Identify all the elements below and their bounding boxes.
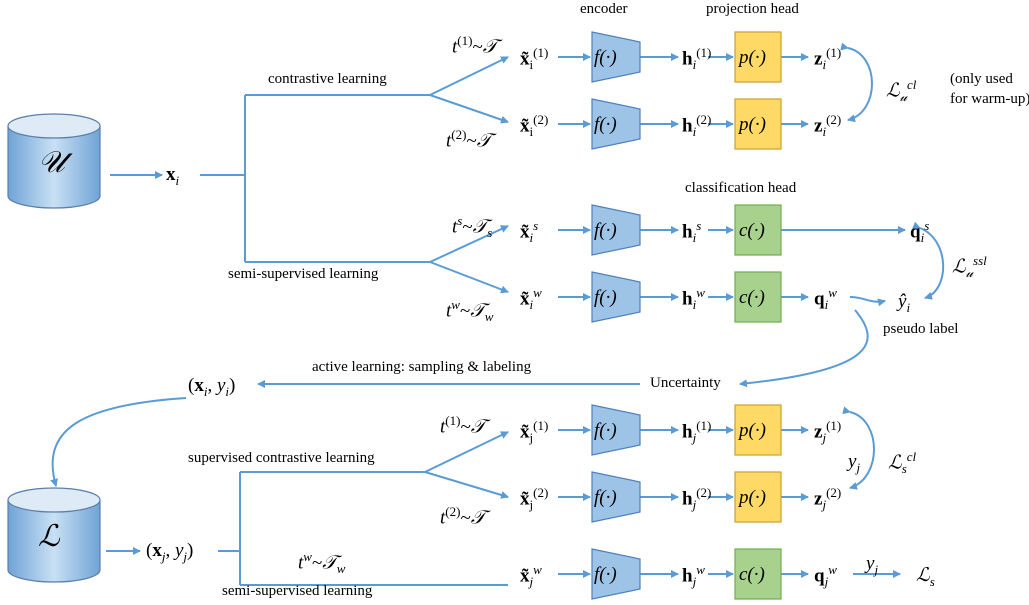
pair-x-i-y-i: (xi, yi) xyxy=(188,375,236,399)
uncertainty-label: Uncertainty xyxy=(650,375,721,391)
encoder-fn-row-7: f(·) xyxy=(594,564,617,585)
encoder-fn-row-5: f(·) xyxy=(594,420,617,441)
warmup-note-line-2: for warm-up) xyxy=(950,91,1029,107)
branch-contrastive-learning: contrastive learning xyxy=(268,71,387,87)
q-j-w: qjw xyxy=(814,562,837,590)
loss-sup-contrastive: ℒscl xyxy=(888,449,917,477)
projection-head-row-6 xyxy=(734,471,782,523)
h-j-2: hj(2) xyxy=(682,485,712,513)
projection-fn-row-5: p(·) xyxy=(739,420,766,441)
classification-head-row-7 xyxy=(734,548,782,600)
unlabeled-dataset-cylinder xyxy=(7,113,101,209)
branch-supervised-contrastive: supervised contrastive learning xyxy=(188,450,375,466)
z-i-2: zi(2) xyxy=(814,112,842,140)
z-j-1: zj(1) xyxy=(814,418,842,446)
connector-lines xyxy=(50,42,945,586)
t1-aug-bottom: t(1)~𝒯 xyxy=(440,413,486,438)
y-j-supervised: yj xyxy=(866,553,879,577)
q-i-w: qiw xyxy=(814,285,837,313)
classification-head-header: classification head xyxy=(685,180,797,196)
h-i-1: hi(1) xyxy=(682,45,712,73)
loss-unsup-contrastive: ℒ𝓊cl xyxy=(886,77,917,106)
encoder-fn-row-2: f(·) xyxy=(594,114,617,135)
projection-head-header: projection head xyxy=(706,1,799,17)
h-j-w: hjw xyxy=(682,562,705,590)
projection-fn-row-2: p(·) xyxy=(739,114,766,135)
encoder-row-4 xyxy=(591,271,641,323)
loss-sup: ℒs xyxy=(916,564,935,589)
x-tilde-i-w: x̃iw xyxy=(520,285,542,313)
y-hat-i: ŷi xyxy=(898,291,911,315)
t2-aug-bottom: t(2)~𝒯 xyxy=(440,504,486,529)
h-i-2: hi(2) xyxy=(682,112,712,140)
pseudo-label-label: pseudo label xyxy=(883,321,959,337)
classifier-fn-row-3: c(·) xyxy=(739,220,765,241)
projection-fn-row-6: p(·) xyxy=(739,487,766,508)
classification-head-row-4 xyxy=(734,271,782,323)
z-i-1: zi(1) xyxy=(814,45,842,73)
projection-head-row-2 xyxy=(734,98,782,150)
projection-fn-row-1: p(·) xyxy=(739,47,766,68)
t1-aug-top: t(1)~𝒯 xyxy=(452,33,498,58)
encoder-fn-row-3: f(·) xyxy=(594,220,617,241)
encoder-row-5 xyxy=(591,404,641,456)
classification-head-row-3 xyxy=(734,204,782,256)
classifier-fn-row-4: c(·) xyxy=(739,287,765,308)
encoder-row-6 xyxy=(591,471,641,523)
x-tilde-j-w: x̃jw xyxy=(520,562,542,590)
x-i-symbol: xi xyxy=(166,164,180,188)
h-i-w: hiw xyxy=(682,285,705,313)
x-tilde-i-1: x̃i(1) xyxy=(520,45,549,73)
z-j-2: zj(2) xyxy=(814,485,842,513)
h-i-s: his xyxy=(682,218,702,246)
x-tilde-j-2: x̃j(2) xyxy=(520,485,549,513)
classifier-fn-row-7: c(·) xyxy=(739,564,765,585)
tw-aug-labeled: tw~𝒯w xyxy=(298,549,346,577)
y-j-contrastive: yj xyxy=(848,451,861,475)
encoder-fn-row-4: f(·) xyxy=(594,287,617,308)
encoder-row-3 xyxy=(591,204,641,256)
t2-aug-top: t(2)~𝒯 xyxy=(446,127,492,152)
encoder-row-2 xyxy=(591,98,641,150)
encoder-header: encoder xyxy=(580,1,628,17)
labeled-dataset-cylinder xyxy=(7,487,101,583)
encoder-fn-row-1: f(·) xyxy=(594,47,617,68)
encoder-row-7 xyxy=(591,548,641,600)
x-tilde-i-s: x̃is xyxy=(520,218,539,246)
ts-aug: ts~𝒯s xyxy=(452,213,493,241)
branch-semi-supervised-labeled: semi-supervised learning xyxy=(222,583,373,599)
encoder-fn-row-6: f(·) xyxy=(594,487,617,508)
branch-active-learning: active learning: sampling & labeling xyxy=(312,359,532,375)
h-j-1: hj(1) xyxy=(682,418,712,446)
labeled-dataset-symbol: ℒ xyxy=(38,519,60,554)
encoder-row-1 xyxy=(591,31,641,83)
projection-head-row-5 xyxy=(734,404,782,456)
tw-aug: tw~𝒯w xyxy=(446,297,494,325)
q-i-s: qis xyxy=(910,218,930,246)
branch-semi-supervised-unlabeled: semi-supervised learning xyxy=(228,266,379,282)
loss-unsup-ssl: ℒ𝓊ssl xyxy=(952,253,987,282)
x-tilde-j-1: x̃j(1) xyxy=(520,418,549,446)
warmup-note-line-1: (only used xyxy=(950,71,1013,87)
projection-head-row-1 xyxy=(734,31,782,83)
unlabeled-dataset-symbol: 𝒰 xyxy=(38,145,65,180)
x-tilde-i-2: x̃i(2) xyxy=(520,112,549,140)
pair-x-j-y-j: (xj, yj) xyxy=(146,540,194,564)
